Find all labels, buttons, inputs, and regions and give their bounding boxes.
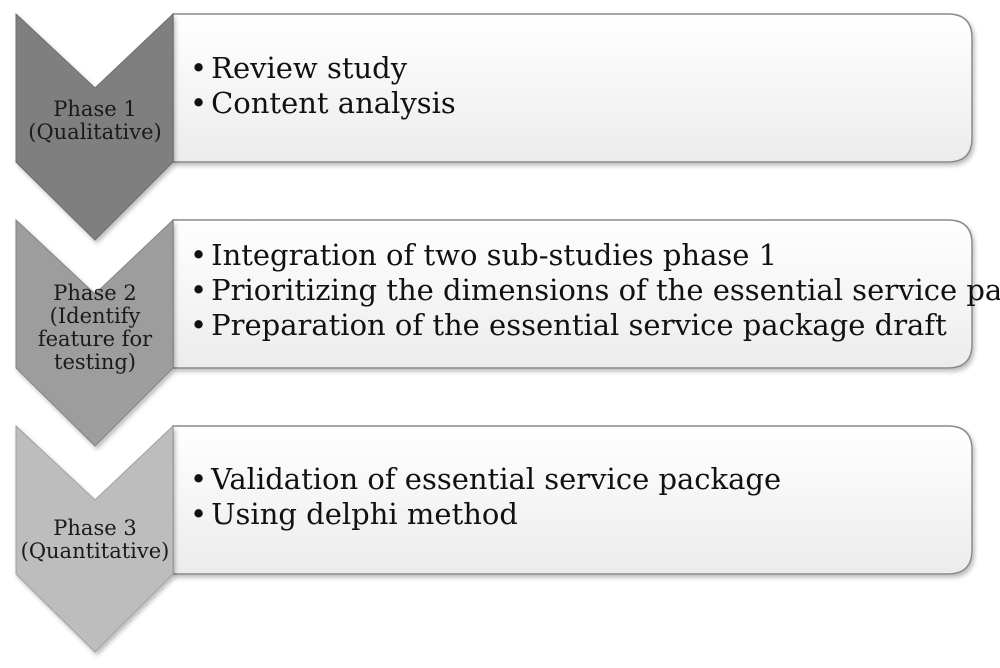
- list-item: Content analysis: [190, 86, 456, 121]
- list-item: Validation of essential service package: [190, 462, 781, 497]
- list-item: Prioritizing the dimensions of the essen…: [190, 273, 1000, 308]
- phase-3-label-line: Phase 3: [53, 516, 137, 540]
- phase-2-chevron: [15, 218, 174, 447]
- list-item: Review study: [190, 51, 456, 86]
- phase-1-chevron: [15, 12, 174, 241]
- phase-3-label-line: (Quantitative): [20, 539, 170, 563]
- phase-3-chevron: [15, 424, 174, 653]
- phase-3-label: Phase 3 (Quantitative): [14, 517, 176, 563]
- list-item: Integration of two sub-studies phase 1: [190, 238, 1000, 273]
- phase-1-label-line: Phase 1: [53, 97, 137, 121]
- list-item: Using delphi method: [190, 497, 781, 532]
- phase-2-bullet-list: Integration of two sub-studies phase 1 P…: [190, 238, 1000, 343]
- phase-2-label: Phase 2 (Identify feature for testing): [14, 282, 176, 374]
- phase-2-label-line: Phase 2: [53, 281, 137, 305]
- phase-1-bullet-list: Review study Content analysis: [190, 51, 456, 121]
- phase-1-label: Phase 1 (Qualitative): [14, 98, 176, 144]
- phase-2-label-line: testing): [54, 350, 136, 374]
- phase-3-bullet-list: Validation of essential service package …: [190, 462, 781, 532]
- phase-1-label-line: (Qualitative): [28, 120, 162, 144]
- phase-2-label-line: feature for: [37, 327, 153, 351]
- phase-2-label-line: (Identify: [49, 304, 141, 328]
- list-item: Preparation of the essential service pac…: [190, 308, 1000, 343]
